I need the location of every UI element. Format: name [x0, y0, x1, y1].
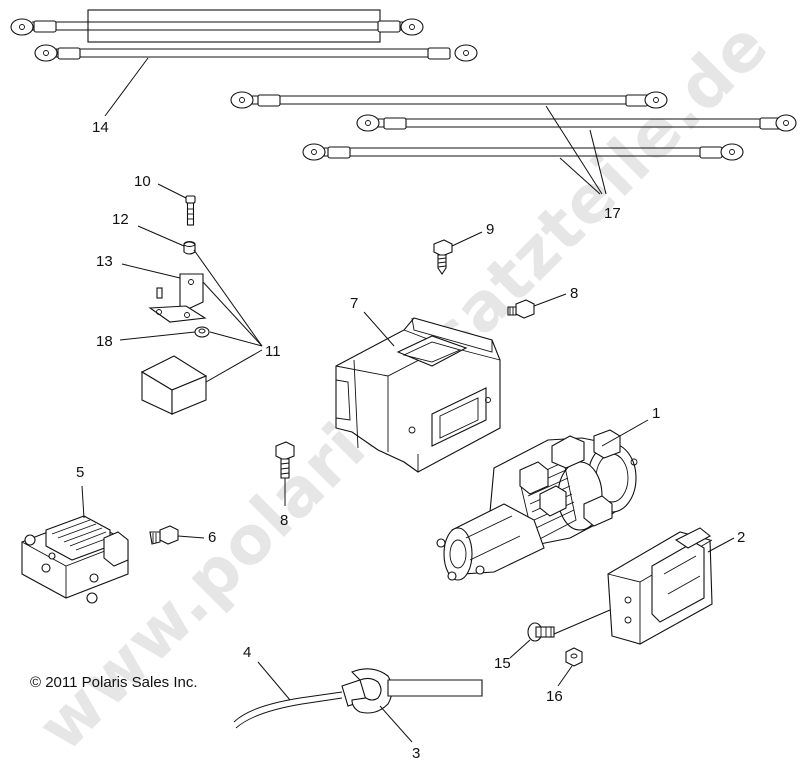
bolt-8-upper[interactable] [507, 299, 535, 319]
screw-9[interactable] [433, 239, 453, 275]
callout-10: 10 [134, 173, 151, 190]
callout-2: 2 [737, 529, 745, 546]
bolt-6[interactable] [149, 525, 179, 545]
callout-7: 7 [350, 295, 358, 312]
nut-18[interactable] [194, 326, 210, 338]
callout-5: 5 [76, 464, 84, 481]
winch-1[interactable] [436, 429, 638, 581]
bolt-8-lower[interactable] [275, 441, 295, 479]
cable-17-middle[interactable] [356, 114, 797, 132]
kit-box-11[interactable] [140, 355, 208, 415]
bolt-10[interactable] [185, 195, 196, 226]
bracket-13[interactable] [148, 273, 207, 323]
copyright-text: © 2011 Polaris Sales Inc. [30, 674, 198, 691]
mount-plate-2[interactable] [607, 527, 713, 645]
callout-15: 15 [494, 655, 511, 672]
control-module-5[interactable] [21, 515, 129, 604]
hook-3[interactable] [351, 668, 483, 714]
callout-13: 13 [96, 253, 113, 270]
callout-14: 14 [92, 119, 109, 136]
callout-8-upper: 8 [570, 285, 578, 302]
callout-12: 12 [112, 211, 129, 228]
cable-14-lower[interactable] [34, 44, 478, 62]
winch-cable-4[interactable] [233, 679, 367, 729]
callout-17: 17 [604, 205, 621, 222]
callout-11: 11 [265, 343, 281, 360]
callout-6: 6 [208, 529, 216, 546]
cable-17-bottom[interactable] [302, 143, 744, 161]
mount-bracket-7[interactable] [335, 317, 501, 473]
callout-8-lower: 8 [280, 512, 288, 529]
callout-3: 3 [412, 745, 420, 762]
cable-17-top[interactable] [230, 91, 668, 109]
bolt-15[interactable] [527, 622, 555, 642]
nut-16[interactable] [565, 647, 583, 667]
nut-12[interactable] [183, 241, 196, 255]
callout-16: 16 [546, 688, 563, 705]
callout-4: 4 [243, 644, 251, 661]
cable-14-upper[interactable] [10, 9, 424, 43]
callout-18: 18 [96, 333, 113, 350]
callout-9: 9 [486, 221, 494, 238]
callout-1: 1 [652, 405, 660, 422]
